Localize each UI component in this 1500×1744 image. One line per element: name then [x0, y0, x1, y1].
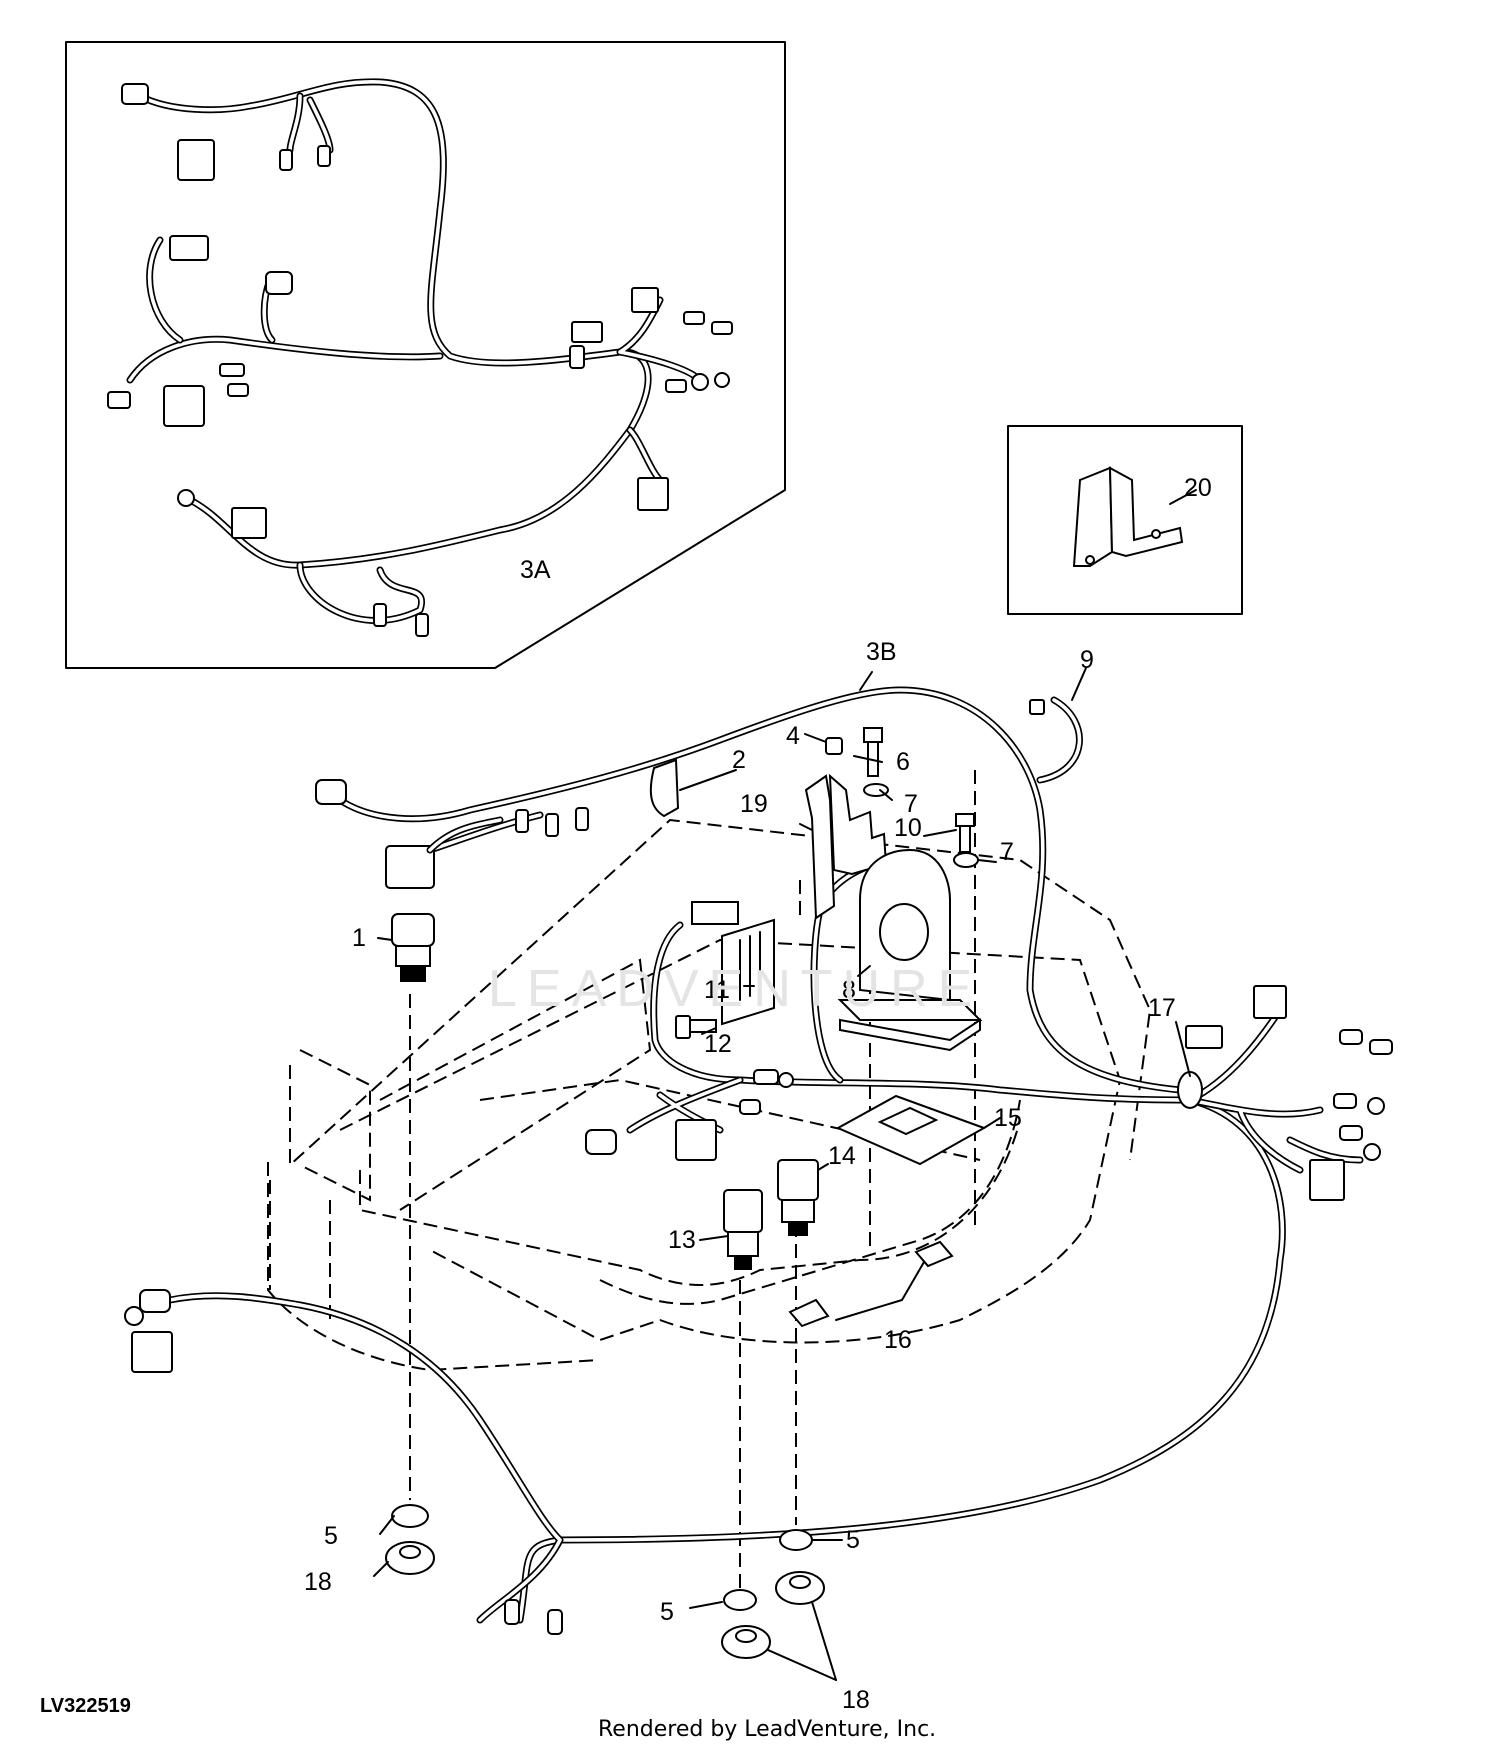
- switch-1: [385, 816, 504, 982]
- callout-8: 8: [842, 976, 856, 1004]
- callout-5-center: 5: [660, 1598, 674, 1626]
- callout-4: 4: [786, 722, 800, 750]
- bolt-10: [955, 813, 975, 853]
- callout-15: 15: [994, 1104, 1022, 1132]
- callout-16: 16: [884, 1326, 912, 1354]
- callout-12: 12: [704, 1030, 732, 1058]
- callout-19: 19: [740, 790, 768, 818]
- bolt-12: [675, 1015, 717, 1039]
- knob-18-center: [721, 1625, 771, 1659]
- callout-18-bottom: 18: [842, 1686, 870, 1714]
- switch-13: [723, 1189, 763, 1270]
- module-11: [691, 901, 775, 1026]
- callout-18-left: 18: [304, 1568, 332, 1596]
- leader-lines: [373, 667, 1191, 1681]
- watermark: LEADVENTURE: [488, 960, 982, 1018]
- spacer-5-right: [779, 1529, 813, 1551]
- nut-4: [825, 737, 843, 755]
- knob-18-right: [775, 1571, 825, 1605]
- callout-11: 11: [704, 976, 730, 1004]
- callout-7b: 7: [1000, 838, 1014, 866]
- bolt-6: [863, 727, 883, 777]
- wire-loop-9: [1029, 696, 1083, 784]
- callout-14: 14: [828, 1142, 856, 1170]
- washer-7: [863, 783, 979, 868]
- spacer-5-center: [723, 1589, 757, 1611]
- plate-15: [835, 1094, 987, 1166]
- callout-6: 6: [896, 748, 910, 776]
- bracket-20: [1072, 466, 1197, 567]
- callout-5-left: 5: [324, 1522, 338, 1550]
- callout-2: 2: [732, 746, 746, 774]
- callout-3a: 3A: [520, 556, 551, 584]
- clip-2: [649, 758, 680, 818]
- inset-harness-3a: 3A: [65, 41, 786, 669]
- callout-10: 10: [894, 814, 922, 842]
- sensor-8: [837, 848, 983, 1052]
- inset-bracket-20: 20: [1007, 425, 1243, 615]
- harness-3a: [126, 78, 704, 624]
- callout-5-right: 5: [846, 1526, 860, 1554]
- harness-3b-connectors: [124, 779, 1393, 1635]
- switch-14: [777, 1159, 819, 1236]
- clip-16: [788, 1240, 954, 1328]
- callout-1: 1: [352, 924, 366, 952]
- callout-3b: 3B: [866, 638, 897, 666]
- bracket-19: [804, 773, 888, 920]
- callout-13: 13: [668, 1226, 696, 1254]
- spacer-5-left: [391, 1504, 429, 1528]
- callout-7a: 7: [904, 790, 918, 818]
- credit-text: Rendered by LeadVenture, Inc.: [598, 1717, 936, 1742]
- callouts: 1 2 3B 4 6 7 7 9 10 19 8 11 12 15 14 13 …: [304, 638, 1176, 1714]
- grommet-17: [1177, 1071, 1203, 1109]
- callout-20: 20: [1184, 474, 1212, 502]
- harness-3b: [166, 686, 1364, 1624]
- knob-18-left: [385, 1541, 435, 1575]
- callout-17: 17: [1148, 994, 1176, 1022]
- callout-9: 9: [1080, 646, 1094, 674]
- reference-code: LV322519: [40, 1695, 131, 1717]
